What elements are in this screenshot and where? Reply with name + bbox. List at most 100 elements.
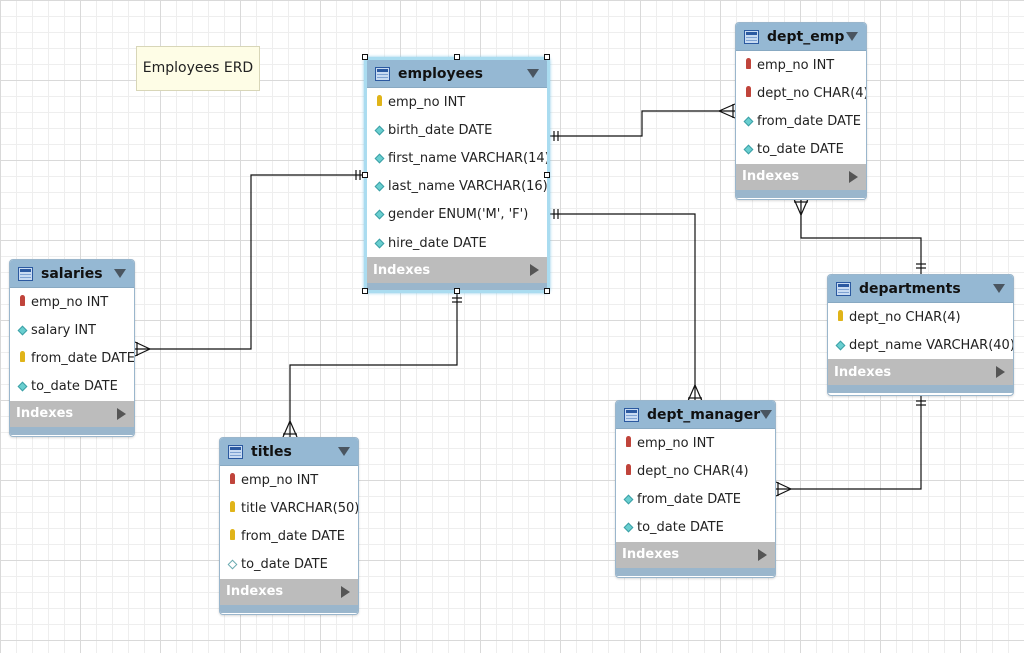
table-header[interactable]: dept_emp xyxy=(736,23,866,51)
column-row[interactable]: last_name VARCHAR(16) xyxy=(367,173,547,201)
column-label: hire_date DATE xyxy=(388,235,487,251)
column-row[interactable]: emp_no INT xyxy=(10,288,134,316)
column-label: from_date DATE xyxy=(757,113,862,129)
table-titles[interactable]: titles emp_no INT title VARCHAR(50) from_d… xyxy=(219,437,359,615)
indexes-bar[interactable]: Indexes xyxy=(367,257,547,284)
column-row[interactable]: dept_no CHAR(4) xyxy=(736,79,866,107)
primary-foreign-key-icon xyxy=(622,464,635,478)
indexes-bar[interactable]: Indexes xyxy=(736,163,866,190)
table-header[interactable]: employees xyxy=(367,60,547,88)
column-row[interactable]: from_date DATE xyxy=(220,522,358,550)
column-label: from_date DATE xyxy=(241,528,346,544)
collapse-caret-icon[interactable] xyxy=(527,69,539,78)
table-footer xyxy=(736,189,866,198)
column-label: dept_no CHAR(4) xyxy=(637,463,749,479)
resize-handle[interactable] xyxy=(454,288,460,294)
table-header[interactable]: departments xyxy=(828,275,1013,303)
column-row[interactable]: from_date DATE xyxy=(736,107,866,135)
column-row[interactable]: gender ENUM('M', 'F') xyxy=(367,201,547,229)
column-row[interactable]: salary INT xyxy=(10,316,134,344)
column-row[interactable]: emp_no INT xyxy=(220,466,358,494)
expand-arrow-icon[interactable] xyxy=(996,366,1005,379)
column-diamond-icon xyxy=(622,493,635,506)
column-list: emp_no INT title VARCHAR(50) from_date DAT… xyxy=(220,466,358,579)
column-row[interactable]: dept_name VARCHAR(40) xyxy=(828,331,1013,359)
column-label: emp_no INT xyxy=(388,94,466,110)
indexes-label: Indexes xyxy=(622,547,680,563)
table-header[interactable]: dept_manager xyxy=(616,401,775,429)
column-row[interactable]: title VARCHAR(50) xyxy=(220,494,358,522)
primary-key-icon xyxy=(226,501,239,515)
table-footer xyxy=(220,604,358,613)
nullable-column-diamond-icon xyxy=(226,558,239,571)
resize-handle[interactable] xyxy=(544,288,550,294)
column-label: emp_no INT xyxy=(241,472,319,488)
rel-departments-dept-manager[interactable] xyxy=(775,395,926,497)
collapse-caret-icon[interactable] xyxy=(846,32,858,41)
rel-employees-dept-emp[interactable] xyxy=(548,103,736,141)
table-departments[interactable]: departments dept_no CHAR(4)dept_name VAR… xyxy=(827,274,1014,396)
primary-foreign-key-icon xyxy=(742,86,755,100)
collapse-caret-icon[interactable] xyxy=(760,410,773,419)
indexes-bar[interactable]: Indexes xyxy=(220,578,358,605)
resize-handle[interactable] xyxy=(362,172,368,178)
table-title: titles xyxy=(251,443,292,460)
rel-departments-dept-emp[interactable] xyxy=(793,198,926,274)
table-title: dept_emp xyxy=(767,28,845,45)
column-row[interactable]: emp_no INT xyxy=(736,51,866,79)
expand-arrow-icon[interactable] xyxy=(341,585,350,598)
table-header[interactable]: titles xyxy=(220,438,358,466)
rel-employees-titles[interactable] xyxy=(282,291,462,438)
table-dept-manager[interactable]: dept_manager emp_no INT dept_no CHAR(4) fr… xyxy=(615,400,776,578)
column-row[interactable]: dept_no CHAR(4) xyxy=(828,303,1013,331)
column-row[interactable]: to_date DATE xyxy=(220,551,358,579)
resize-handle[interactable] xyxy=(454,54,460,60)
indexes-bar[interactable]: Indexes xyxy=(10,400,134,427)
resize-handle[interactable] xyxy=(362,54,368,60)
resize-handle[interactable] xyxy=(544,54,550,60)
column-row[interactable]: emp_no INT xyxy=(367,88,547,116)
column-row[interactable]: to_date DATE xyxy=(616,514,775,542)
column-label: last_name VARCHAR(16) xyxy=(388,179,548,195)
collapse-caret-icon[interactable] xyxy=(993,284,1005,293)
column-row[interactable]: first_name VARCHAR(14) xyxy=(367,144,547,172)
indexes-label: Indexes xyxy=(373,262,431,278)
column-row[interactable]: to_date DATE xyxy=(736,136,866,164)
primary-foreign-key-icon xyxy=(742,58,755,72)
expand-arrow-icon[interactable] xyxy=(758,548,767,561)
resize-handle[interactable] xyxy=(362,288,368,294)
expand-arrow-icon[interactable] xyxy=(117,407,126,420)
column-row[interactable]: from_date DATE xyxy=(616,485,775,513)
indexes-bar[interactable]: Indexes xyxy=(616,541,775,568)
column-diamond-icon xyxy=(742,143,755,156)
primary-key-icon xyxy=(16,351,29,365)
primary-foreign-key-icon xyxy=(16,295,29,309)
column-list: dept_no CHAR(4)dept_name VARCHAR(40) xyxy=(828,303,1013,360)
column-row[interactable]: birth_date DATE xyxy=(367,116,547,144)
column-row[interactable]: dept_no CHAR(4) xyxy=(616,457,775,485)
collapse-caret-icon[interactable] xyxy=(114,269,126,278)
expand-arrow-icon[interactable] xyxy=(530,264,539,277)
column-row[interactable]: emp_no INT xyxy=(616,429,775,457)
rel-employees-dept-manager[interactable] xyxy=(548,209,703,402)
collapse-caret-icon[interactable] xyxy=(338,447,350,456)
column-row[interactable]: to_date DATE xyxy=(10,373,134,401)
indexes-bar[interactable]: Indexes xyxy=(828,359,1013,386)
erd-title-note[interactable]: Employees ERD xyxy=(136,46,260,91)
column-row[interactable]: from_date DATE xyxy=(10,344,134,372)
column-row[interactable]: hire_date DATE xyxy=(367,229,547,257)
expand-arrow-icon[interactable] xyxy=(849,170,858,183)
primary-key-icon xyxy=(834,310,847,324)
rel-employees-salaries[interactable] xyxy=(134,170,366,357)
column-diamond-icon xyxy=(373,124,386,137)
resize-handle[interactable] xyxy=(544,172,550,178)
table-header[interactable]: salaries xyxy=(10,260,134,288)
column-diamond-icon xyxy=(834,339,847,352)
